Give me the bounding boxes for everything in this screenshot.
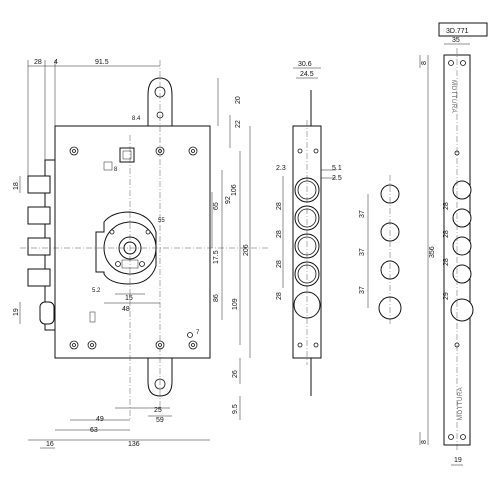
dim-109: 109 — [232, 298, 239, 310]
dim-bottom-16: 16 — [46, 441, 54, 448]
svg-text:28: 28 — [443, 258, 450, 266]
svg-text:37: 37 — [359, 286, 366, 294]
svg-text:37: 37 — [359, 248, 366, 256]
bolt-2 — [27, 206, 51, 225]
top-mounting-tab — [147, 77, 173, 126]
dim-15: 15 — [125, 295, 133, 302]
svg-text:28: 28 — [276, 230, 283, 238]
faceplate-dimension-lines — [419, 43, 470, 466]
bolt-end-view — [367, 175, 402, 325]
dim-35: 35 — [452, 37, 460, 44]
side-pitch-dims: 28 28 28 28 — [276, 202, 283, 300]
dim-30-6: 30.6 — [298, 61, 312, 68]
dim-65: 65 — [213, 202, 220, 210]
dim-top-91-5: 91.5 — [95, 59, 109, 66]
model-code: 3D.771 — [446, 28, 469, 35]
dim-2-3: 2.3 — [276, 165, 286, 172]
svg-text:28: 28 — [443, 202, 450, 210]
dim-5-1: 5.1 — [332, 165, 342, 172]
dim-206: 206 — [243, 244, 250, 256]
bolt-pitch-dims: 37 37 37 — [359, 210, 366, 294]
dim-22: 22 — [235, 120, 242, 128]
svg-text:28: 28 — [276, 202, 283, 210]
front-right-dims: 20 22 106 92 65 17.5 206 86 109 26 9.5 — [213, 96, 250, 414]
dim-2-5: 2.5 — [332, 175, 342, 182]
dim-48: 48 — [122, 306, 130, 313]
faceplate-hole-latch — [450, 298, 474, 322]
svg-text:29: 29 — [443, 292, 450, 300]
dim-bottom-49: 49 — [96, 416, 104, 423]
dim-fp-8-bottom: 8 — [421, 440, 428, 444]
bolt-1 — [27, 175, 51, 194]
faceplate-hole-2 — [452, 208, 472, 228]
dim-bottom-136: 136 — [128, 441, 140, 448]
dim-106: 106 — [231, 184, 238, 196]
dim-left-19: 19 — [13, 308, 20, 316]
dim-bottom-63: 63 — [90, 427, 98, 434]
bolt-3 — [27, 237, 51, 256]
dim-top-28: 28 — [34, 59, 42, 66]
dim-left-18: 18 — [13, 182, 20, 190]
dim-19: 19 — [454, 457, 462, 464]
front-left-dims: 18 19 — [13, 182, 20, 316]
dim-bottom-59: 59 — [156, 417, 164, 424]
small-square — [103, 161, 113, 171]
spindle-square — [119, 147, 135, 163]
dim-26: 26 — [232, 370, 239, 378]
dim-24-5: 24.5 — [300, 71, 314, 78]
body-screws — [69, 146, 198, 350]
side-view — [292, 90, 322, 396]
dia-7: 7 — [196, 330, 200, 336]
dia-8-4: 8.4 — [132, 116, 141, 122]
side-dimension-lines — [282, 67, 336, 288]
faceplate-view: MOTTURA MOTTURA — [443, 48, 474, 452]
dia-5-2: 5.2 — [92, 288, 101, 294]
front-dimension-lines — [19, 60, 251, 449]
svg-text:28: 28 — [443, 230, 450, 238]
dim-356: 356 — [429, 246, 436, 258]
small-slot — [89, 311, 96, 323]
svg-text:28: 28 — [276, 260, 283, 268]
front-view — [20, 60, 270, 420]
dim-9-5: 9.5 — [232, 404, 239, 414]
faceplate-hole-4 — [452, 264, 472, 284]
bolt-4 — [27, 268, 51, 287]
brand-top: MOTTURA — [450, 80, 456, 113]
side-screws — [297, 148, 319, 348]
latch-bolt — [39, 301, 55, 325]
dim-top-4: 4 — [54, 59, 58, 66]
dim-17-5: 17.5 — [213, 250, 220, 264]
brand-bottom: MOTTURA — [458, 387, 464, 420]
dia-55: 55 — [158, 218, 165, 224]
dim-92: 92 — [225, 196, 232, 204]
model-code-box — [438, 22, 488, 37]
dim-fp-8-top: 8 — [421, 61, 428, 65]
label-8: 8 — [114, 167, 118, 173]
screw-7 — [187, 332, 193, 338]
faceplate-hole-1 — [452, 180, 472, 200]
dim-20: 20 — [235, 96, 242, 104]
dim-bottom-25: 25 — [154, 407, 162, 414]
dim-86: 86 — [213, 294, 220, 302]
svg-text:37: 37 — [359, 210, 366, 218]
faceplate-hole-3 — [452, 236, 472, 256]
svg-text:28: 28 — [276, 292, 283, 300]
faceplate-pitch-dims: 28 28 28 29 — [443, 202, 450, 300]
